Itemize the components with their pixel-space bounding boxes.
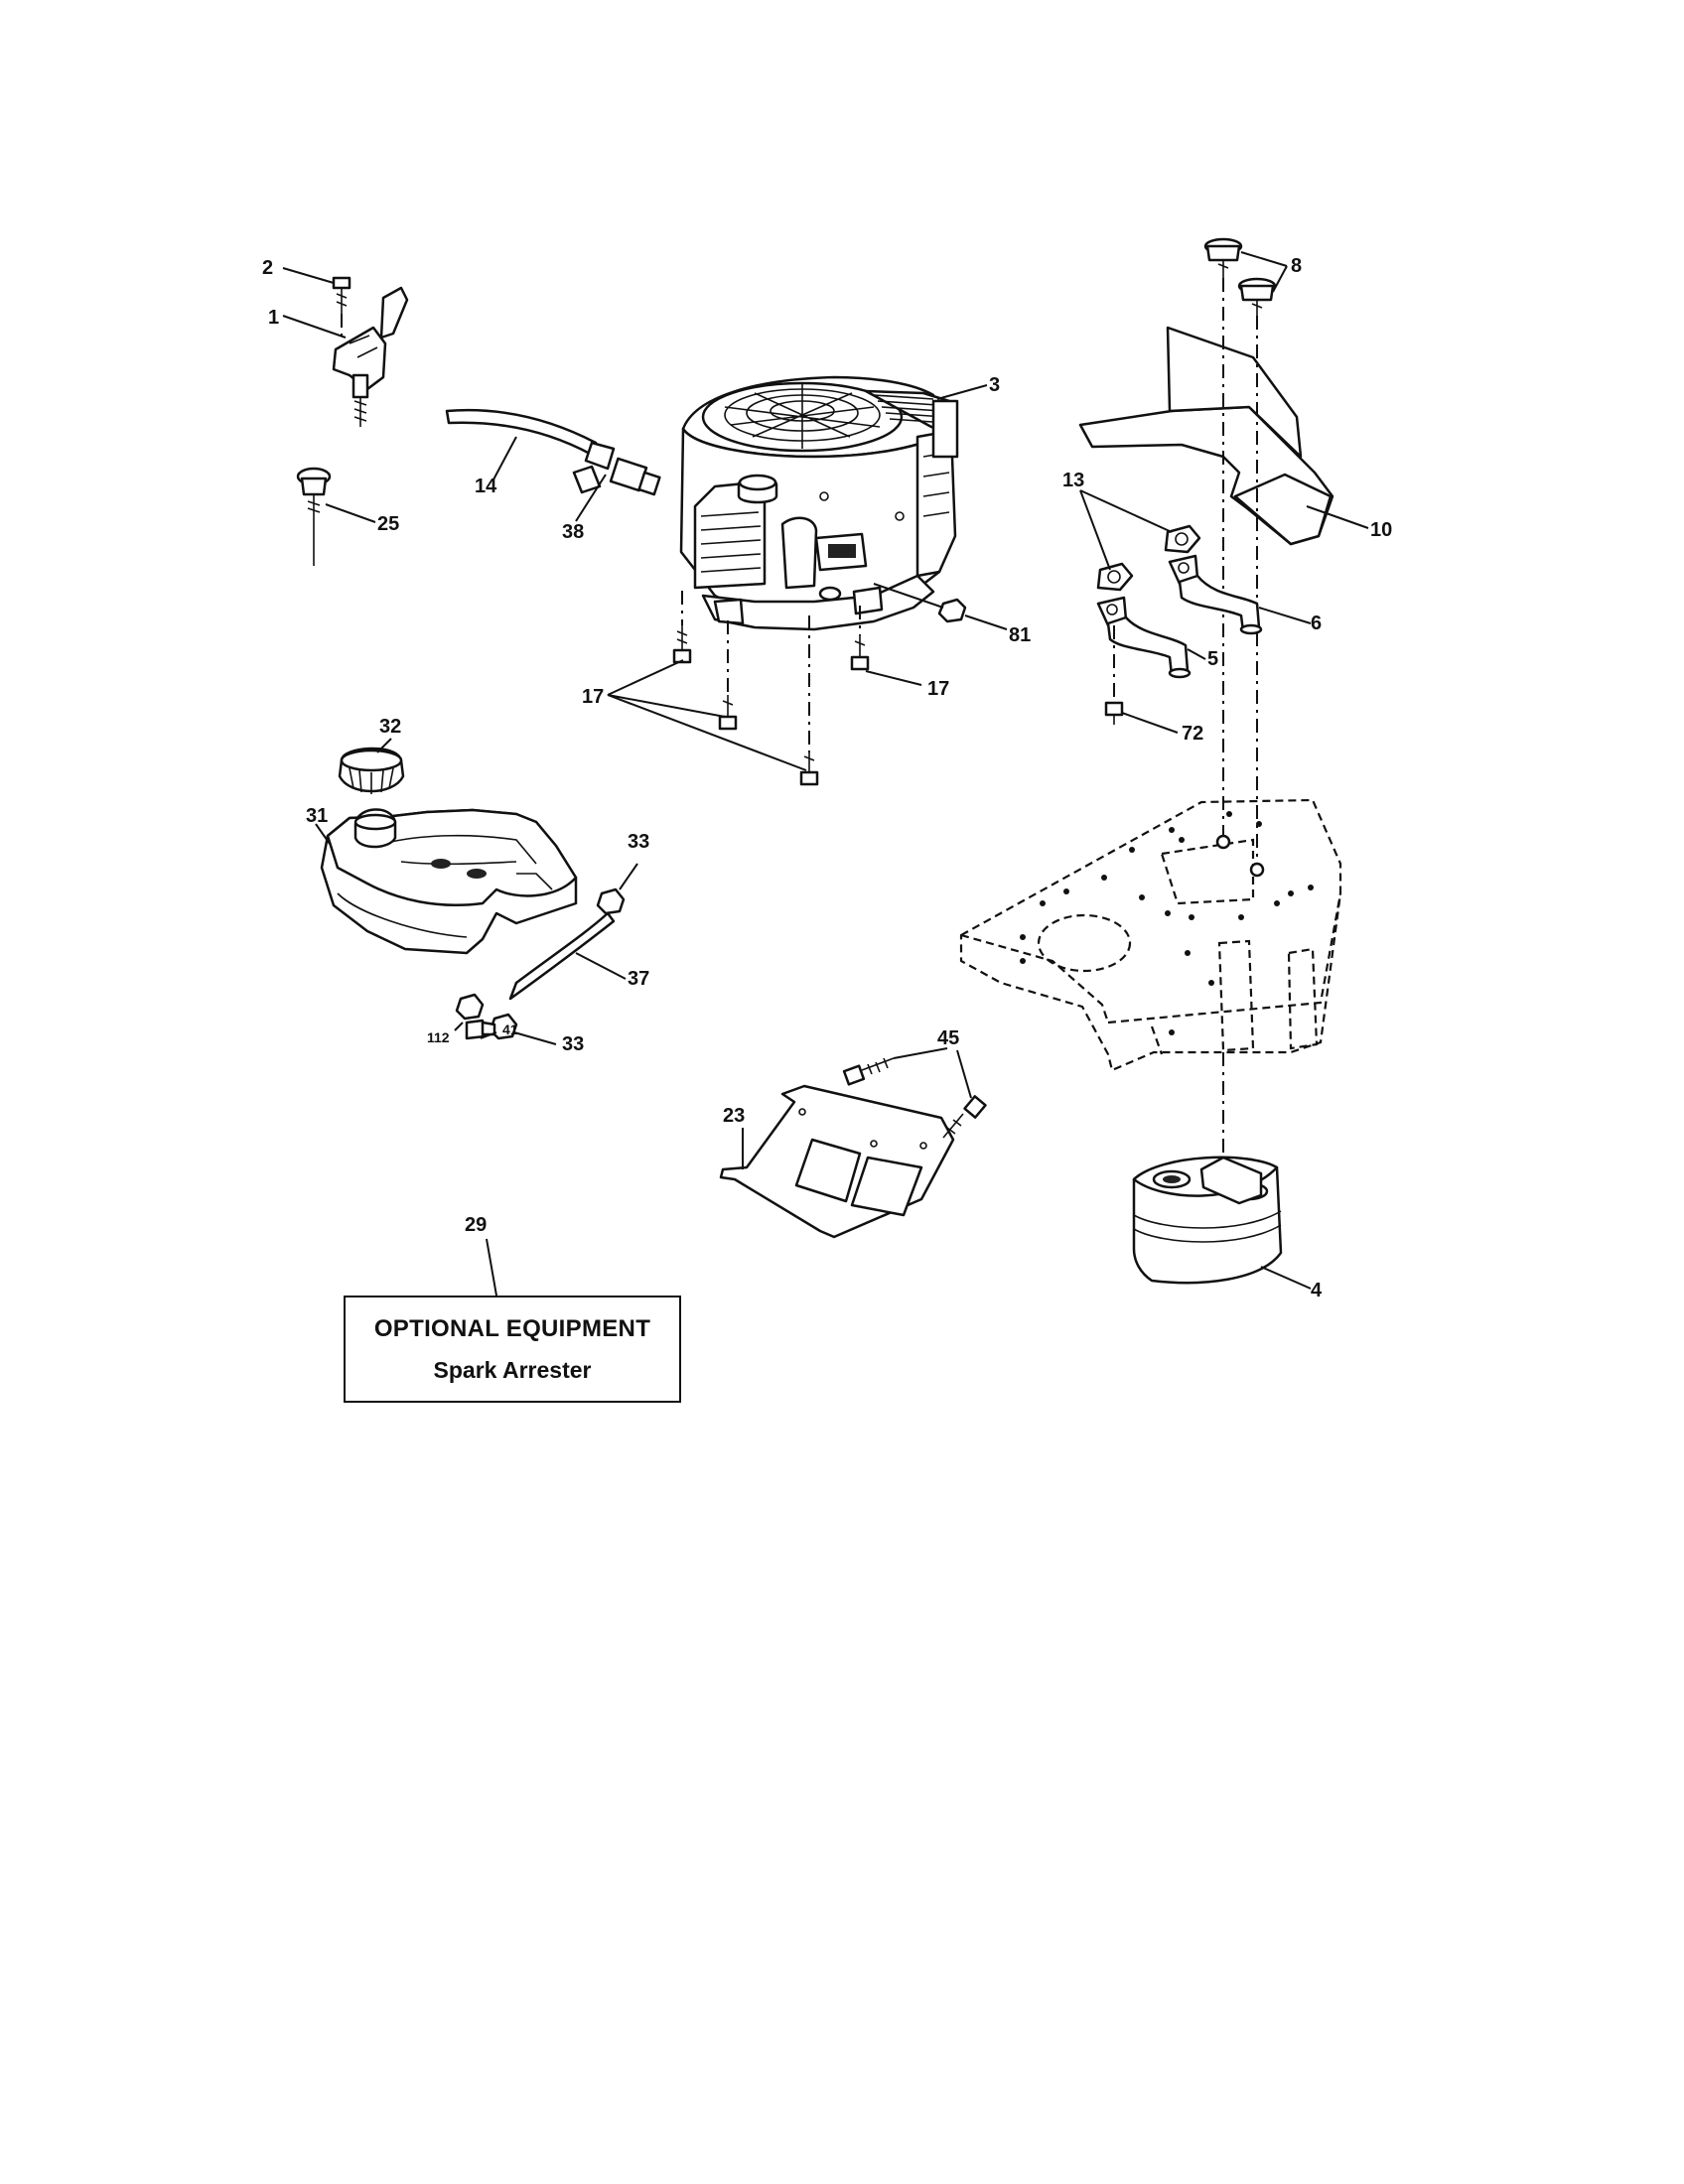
shield-10 <box>1078 326 1334 546</box>
screw-45-a <box>842 1057 895 1086</box>
callout-2: 2 <box>262 257 273 279</box>
grommet-112 <box>455 993 485 1021</box>
heat-shield-23 <box>719 1084 955 1239</box>
fuel-line-37 <box>508 911 616 1001</box>
fuel-line-14 <box>445 408 661 496</box>
callout-25: 25 <box>377 513 399 535</box>
callout-4: 4 <box>1311 1280 1323 1301</box>
callout-29: 29 <box>465 1214 487 1236</box>
clamp-33-a <box>596 887 626 915</box>
callout-31: 31 <box>306 805 328 827</box>
screw-45-b <box>942 1095 987 1139</box>
gasket-13-a <box>1164 524 1201 554</box>
fuel-cap-32 <box>338 747 405 794</box>
bolt-17-b <box>718 695 738 731</box>
callout-23: 23 <box>723 1105 745 1127</box>
callout-32: 32 <box>379 716 401 738</box>
muffler-4 <box>1132 1156 1283 1285</box>
callout-112: 112 <box>427 1029 450 1045</box>
optional-equipment-box: OPTIONAL EQUIPMENT Spark Arrester <box>344 1296 681 1403</box>
fitting-41 <box>465 1019 497 1040</box>
callout-81: 81 <box>1009 624 1031 646</box>
bolt-8-a <box>1203 237 1243 278</box>
callout-8: 8 <box>1291 255 1302 277</box>
callout-10: 10 <box>1370 519 1392 541</box>
nut-81 <box>937 598 967 623</box>
optional-equipment-title: OPTIONAL EQUIPMENT <box>373 1314 651 1342</box>
fuel-tank-31 <box>320 808 578 955</box>
callout-14: 14 <box>475 476 497 497</box>
callout-1: 1 <box>268 307 279 329</box>
screw-72 <box>1104 701 1124 725</box>
exhaust-pipe-6 <box>1168 554 1263 635</box>
optional-equipment-subtitle: Spark Arrester <box>433 1356 592 1383</box>
callout-45: 45 <box>937 1027 959 1049</box>
callout-72: 72 <box>1182 723 1203 745</box>
callout-33-bottom: 33 <box>562 1033 584 1055</box>
bolt-17-d <box>850 635 870 671</box>
callout-41: 41 <box>502 1022 518 1037</box>
callout-13: 13 <box>1062 470 1084 491</box>
callout-5: 5 <box>1207 648 1218 670</box>
dipstick-25 <box>296 467 332 566</box>
bolt-8-b <box>1237 277 1277 316</box>
bolt-17-c <box>799 752 819 786</box>
throttle-control-bracket <box>332 286 409 427</box>
callout-17-right: 17 <box>927 678 949 700</box>
gasket-13-b <box>1096 562 1134 592</box>
callout-38: 38 <box>562 521 584 543</box>
bolt-17-a <box>672 625 692 664</box>
screw-2 <box>332 276 351 314</box>
callout-6: 6 <box>1311 613 1322 634</box>
tractor-frame <box>959 798 1342 1072</box>
engine-3 <box>679 375 959 631</box>
callout-3: 3 <box>989 374 1000 396</box>
callout-33-top: 33 <box>628 831 649 853</box>
callout-17-left: 17 <box>582 686 604 708</box>
callout-37: 37 <box>628 968 649 990</box>
exhaust-pipe-5 <box>1096 596 1192 679</box>
